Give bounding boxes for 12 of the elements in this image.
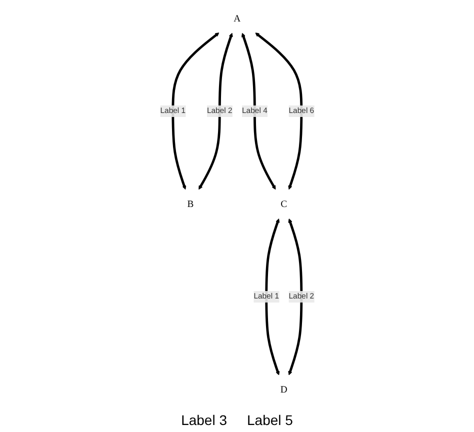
arrow: [198, 32, 233, 190]
arrow: [288, 218, 302, 376]
arrow: [241, 32, 276, 190]
node-text: A: [234, 13, 240, 24]
note-label: Label 3: [181, 412, 227, 428]
node-text: D: [280, 384, 288, 395]
node-text: B: [187, 198, 194, 210]
note-label: Label 5: [247, 412, 293, 428]
arrow: [172, 32, 220, 190]
node-text: C: [280, 198, 287, 210]
arrow: [265, 218, 280, 376]
arrow: [254, 32, 302, 190]
